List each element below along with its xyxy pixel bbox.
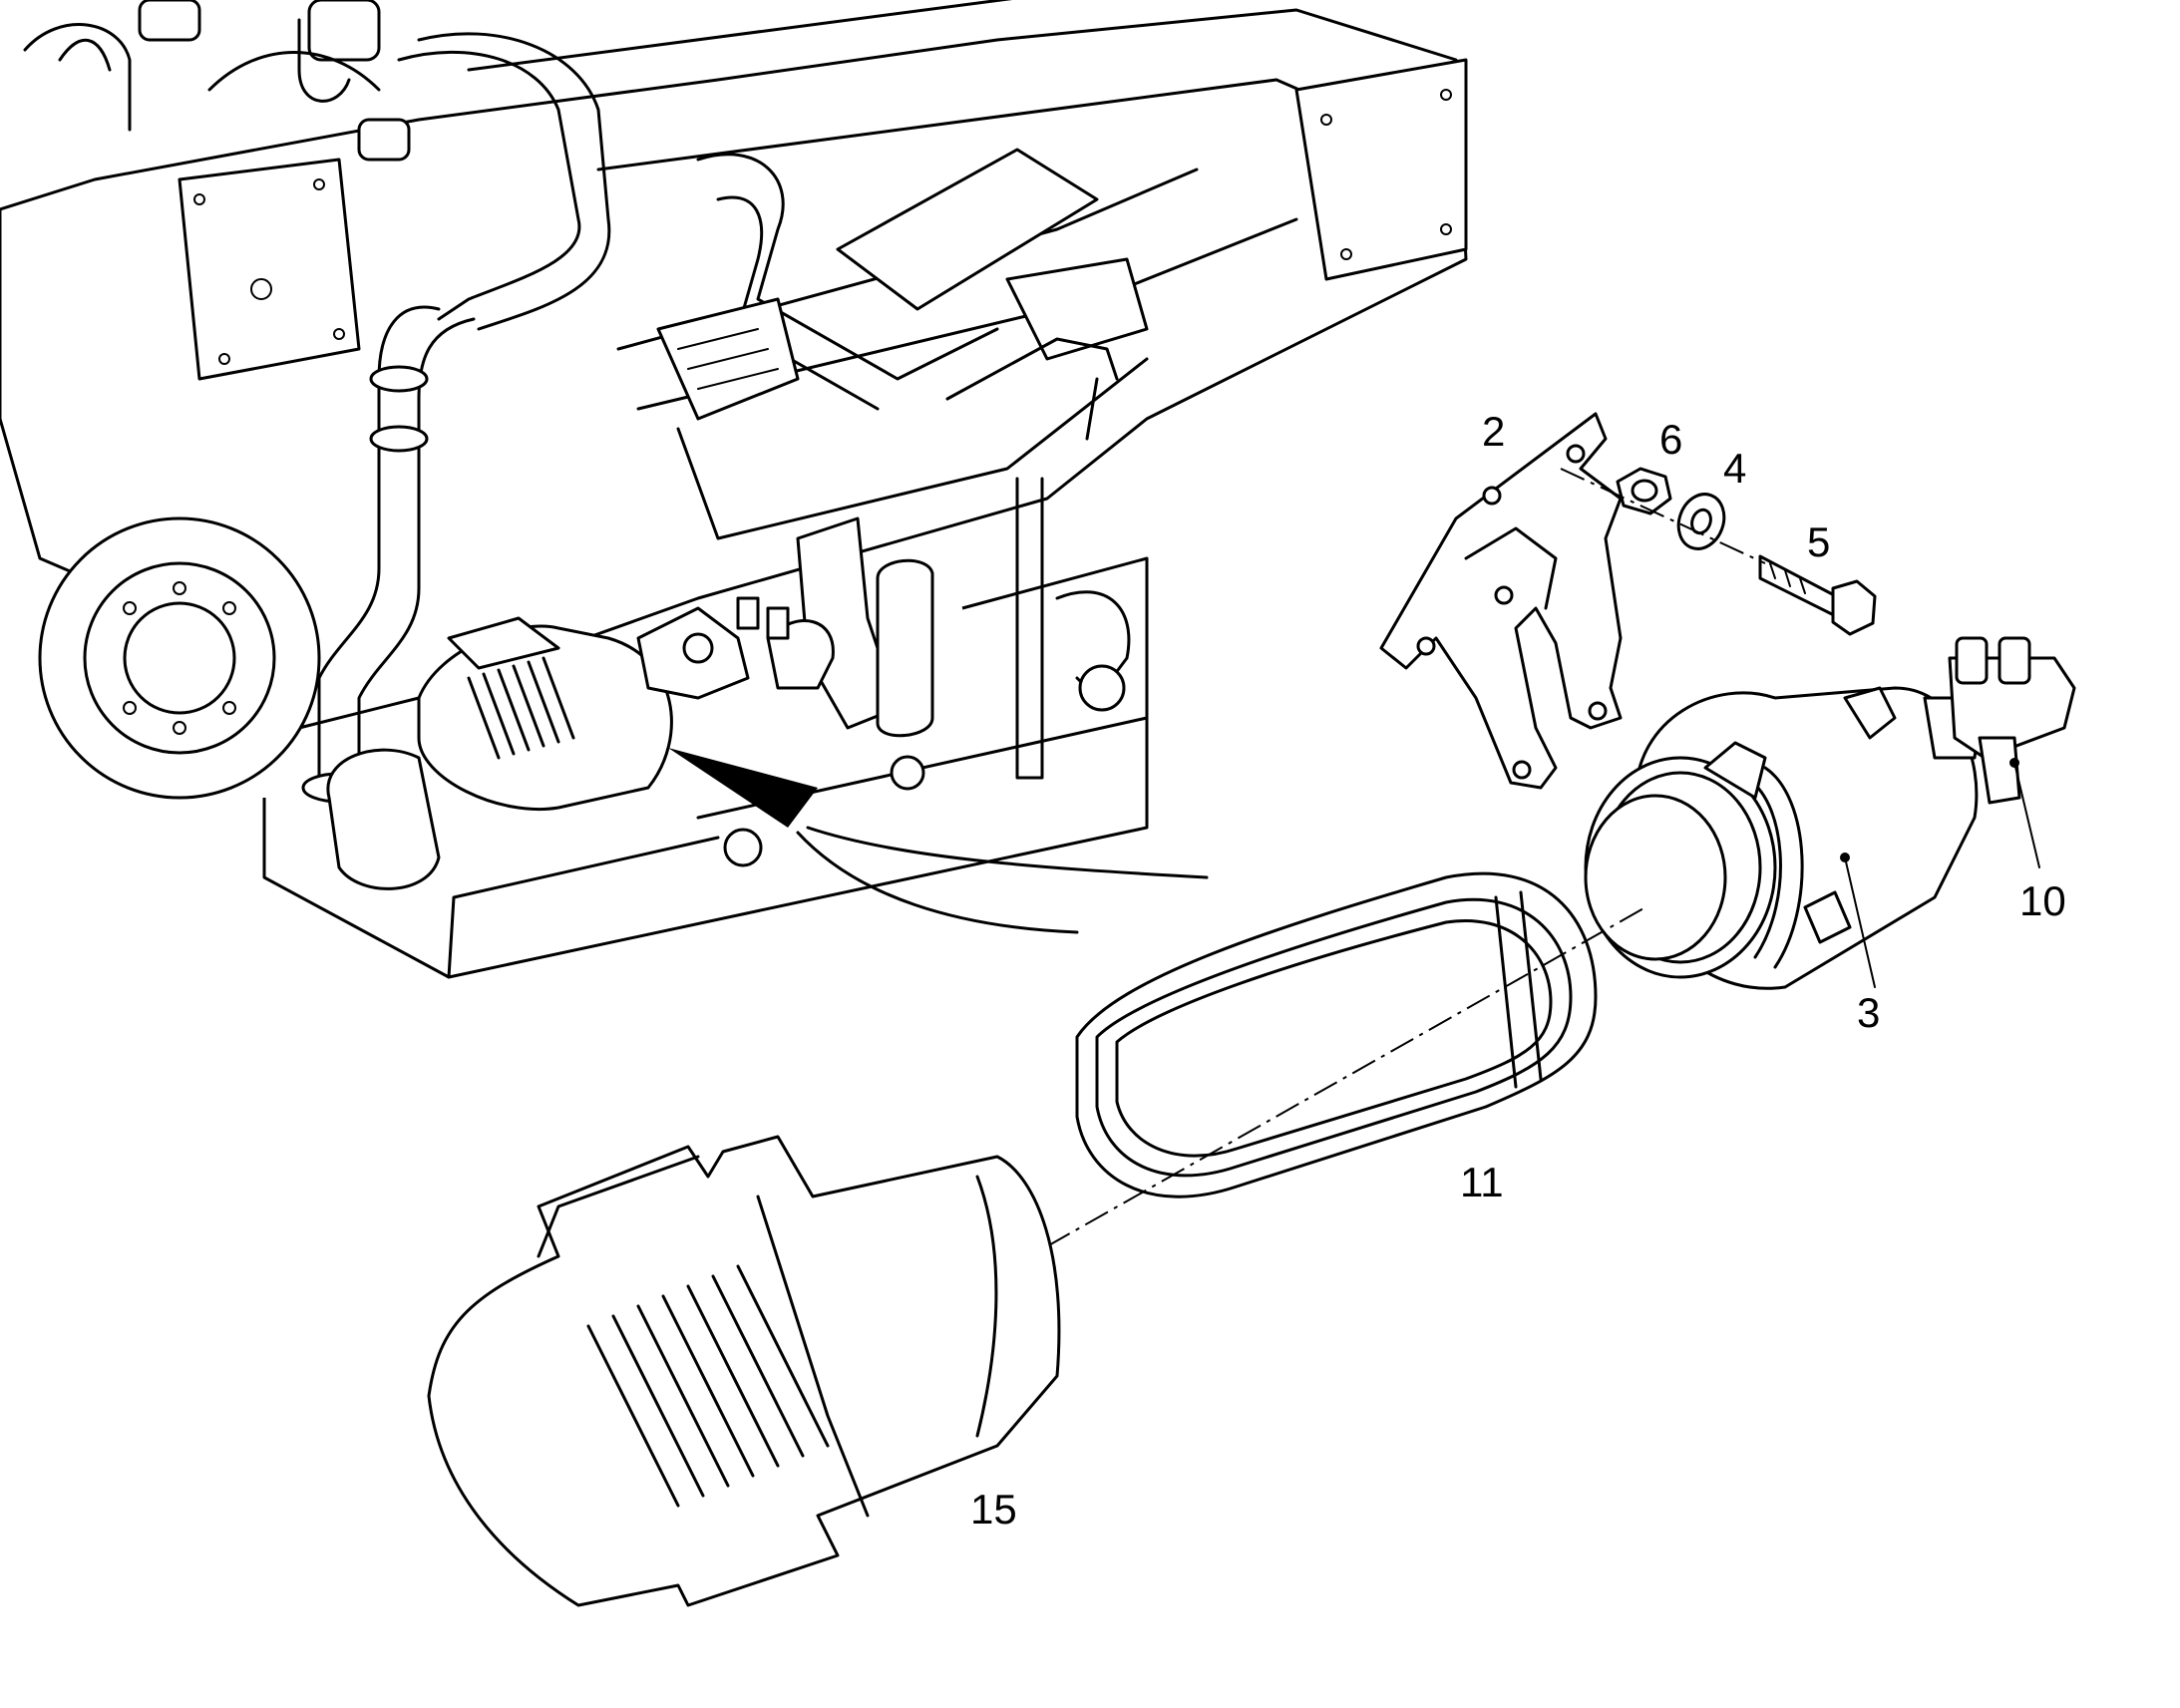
callout-6: 6 (1659, 416, 1682, 463)
compressor (1584, 636, 2076, 990)
washer (1676, 493, 1726, 550)
mounting-bracket (1379, 412, 1623, 790)
callout-labels: 2 6 4 5 10 3 11 15 (970, 408, 2066, 1533)
callout-5: 5 (1807, 518, 1830, 565)
location-arrow (668, 748, 1209, 934)
callout-2: 2 (1482, 408, 1505, 455)
bolt (1758, 554, 1877, 636)
guard-louvres (586, 1264, 830, 1508)
nut (1616, 467, 1672, 515)
drive-belt (1075, 871, 1598, 1198)
callout-15: 15 (970, 1486, 1017, 1533)
callout-4: 4 (1723, 445, 1746, 492)
installed-cover-louvres (467, 656, 575, 760)
callout-3: 3 (1857, 989, 1880, 1036)
belt-guide-line (1046, 906, 1646, 1247)
belt-guard (427, 1135, 1061, 1607)
leader-lines (1844, 762, 2040, 988)
valve-block (1923, 636, 2076, 805)
callout-11: 11 (1460, 1159, 1504, 1205)
callout-10: 10 (2019, 877, 2066, 924)
fastener-guide-line (1560, 468, 1766, 564)
engine-assembly (0, 0, 1468, 979)
